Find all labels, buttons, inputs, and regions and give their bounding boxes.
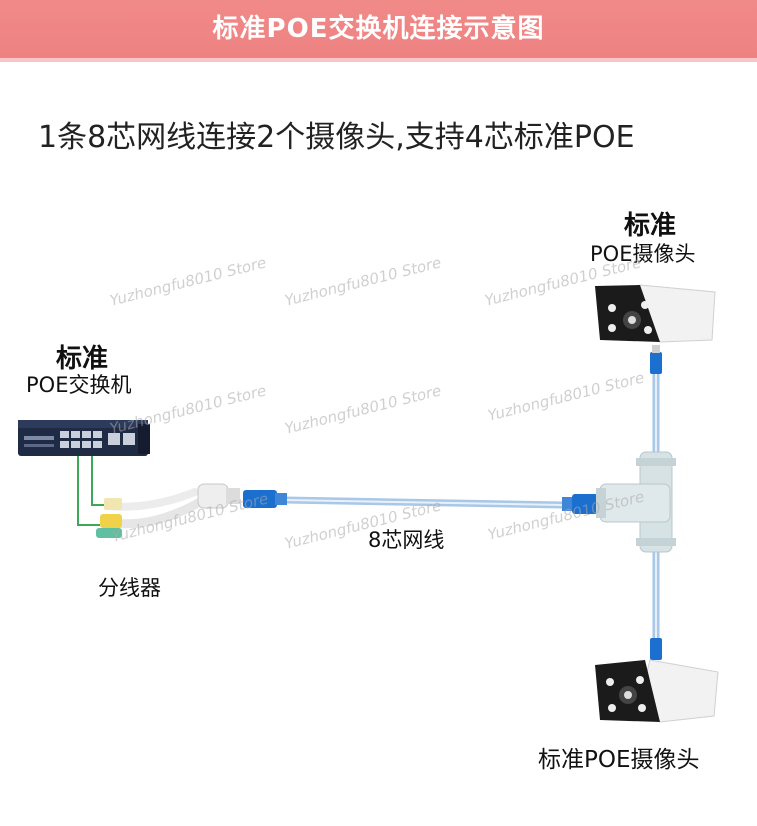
splitter-device [96,483,240,538]
t-connector [596,451,676,553]
page-title: 标准POE交换机连接示意图 [212,14,545,44]
camera-top-label-line1: 标准 [624,211,677,241]
camera-top-label-line2: POE摄像头 [590,242,696,266]
splitter-label: 分线器 [98,576,161,600]
cable-label: 8芯网线 [368,528,445,552]
header-banner [0,0,757,58]
diagram-subtitle: 1条8芯网线连接2个摄像头,支持4芯标准POE [38,120,635,155]
splitter-wires [77,452,108,526]
switch-label-line2: POE交换机 [26,373,132,397]
header-divider [0,58,757,62]
camera-top-device [595,284,716,343]
vertical-cables [650,345,662,660]
switch-label-line1: 标准 [56,344,109,374]
camera-bottom-label: 标准POE摄像头 [538,747,700,773]
camera-bottom-device [595,659,719,723]
8-core-cable [243,490,598,514]
poe-switch-device [18,420,150,456]
